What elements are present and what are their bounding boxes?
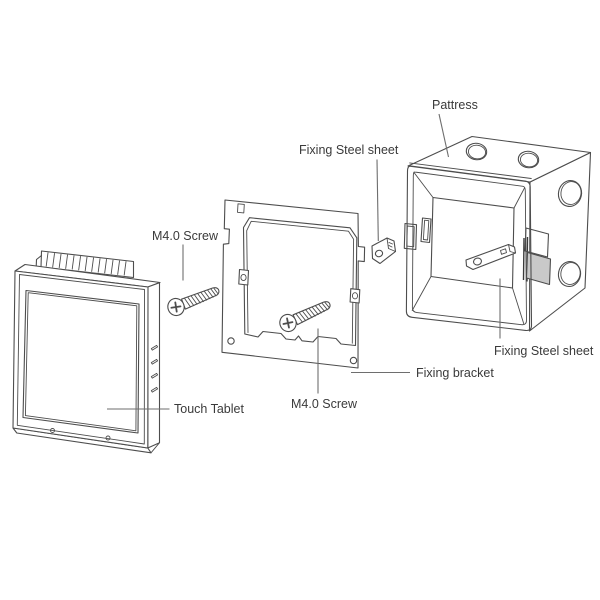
label-fixing-bracket: Fixing bracket	[416, 366, 494, 380]
label-m4-screw-left: M4.0 Screw	[152, 229, 219, 243]
label-fixing-steel-sheet-right: Fixing Steel sheet	[494, 344, 594, 358]
m4-screw-left-drawing	[164, 281, 223, 319]
leader-lines	[107, 113, 501, 410]
pattress-back-wall	[430, 196, 515, 289]
label-m4-screw-bottom: M4.0 Screw	[291, 397, 358, 411]
touch-tablet-drawing	[12, 250, 161, 454]
pattress-right-face	[528, 151, 592, 332]
tablet-front-bezel	[12, 270, 149, 449]
bracket-hole	[227, 337, 235, 345]
bracket-hole	[349, 356, 358, 365]
bracket-clip-tab-left	[238, 268, 250, 286]
leader-pattress	[438, 113, 450, 158]
pattress-inner-tab-shaded	[525, 251, 552, 286]
m4-screw-bottom-drawing	[276, 295, 335, 336]
pattress-knockout-hole	[557, 180, 583, 287]
labels: Pattress Fixing Steel sheet M4.0 Screw T…	[152, 98, 594, 416]
bezel-hole	[105, 435, 111, 441]
label-fixing-steel-sheet-top: Fixing Steel sheet	[299, 143, 399, 157]
label-touch-tablet: Touch Tablet	[174, 402, 244, 416]
pattress-edge-slots	[403, 217, 432, 251]
heatsink-fins	[45, 252, 127, 276]
bezel-hole	[50, 428, 55, 433]
tablet-side-face	[147, 282, 161, 449]
label-pattress: Pattress	[432, 98, 478, 112]
tablet-screen	[22, 289, 140, 434]
leader-fixing-steel-sheet-top	[376, 159, 379, 242]
bracket-opening	[242, 217, 358, 347]
fixing-steel-sheet-loose	[371, 237, 397, 265]
pattress-drawing	[403, 135, 592, 332]
bracket-slot	[237, 203, 245, 214]
pattress-interior	[411, 172, 552, 325]
tablet-side-buttons	[150, 344, 159, 393]
fixing-bracket-drawing	[221, 199, 366, 369]
pattress-inner-tab	[524, 227, 550, 258]
pattress-top-hole	[465, 142, 540, 169]
fixing-steel-sheet-mounted	[465, 243, 517, 271]
bracket-clip-tab-right	[349, 288, 361, 304]
pattress-front-frame	[405, 165, 533, 332]
